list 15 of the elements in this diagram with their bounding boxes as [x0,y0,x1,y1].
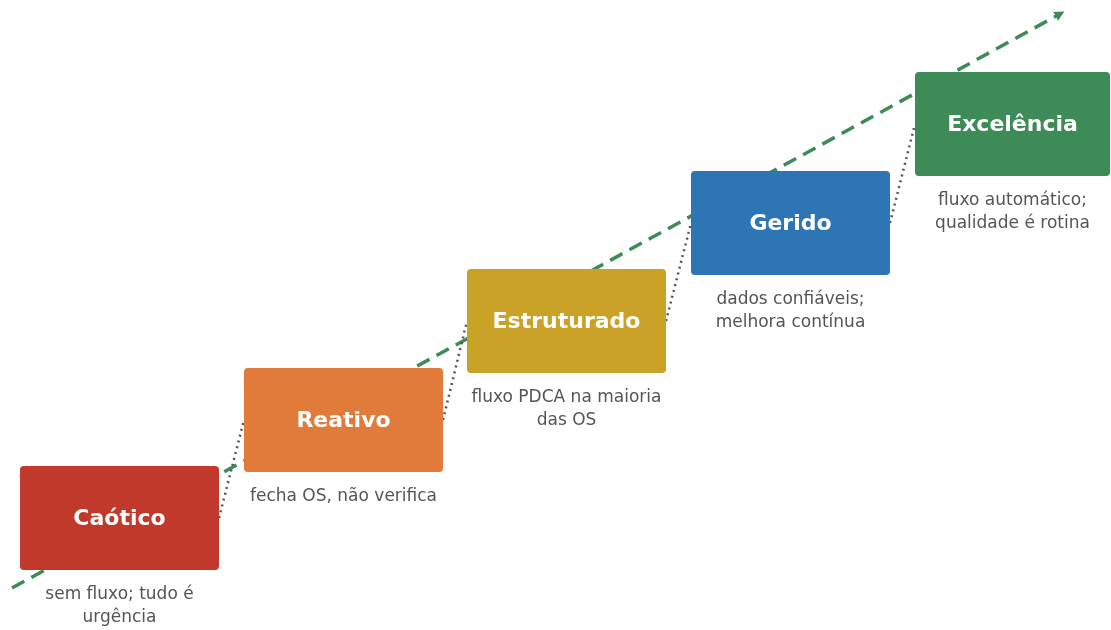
stage-box [20,466,219,570]
stage-title: Caótico [73,504,166,532]
stage-description: fluxo automático; qualidade é rotina [934,188,1091,234]
stage-box [691,171,890,275]
stage-title: Estruturado [492,307,641,335]
stage-box [244,368,443,472]
stage-title: Gerido [749,209,832,237]
stage-title: Reativo [296,406,391,434]
stage-title: Excelência [947,110,1078,138]
stage-box [467,269,666,373]
stage-description: sem fluxo; tudo é urgência [44,582,195,628]
stage-description: fluxo PDCA na maioria das OS [470,385,663,431]
stage-description: dados confiáveis; melhora contínua [714,287,867,333]
stage-description: fecha OS, não verifica [248,484,439,507]
stage-box [915,72,1110,176]
